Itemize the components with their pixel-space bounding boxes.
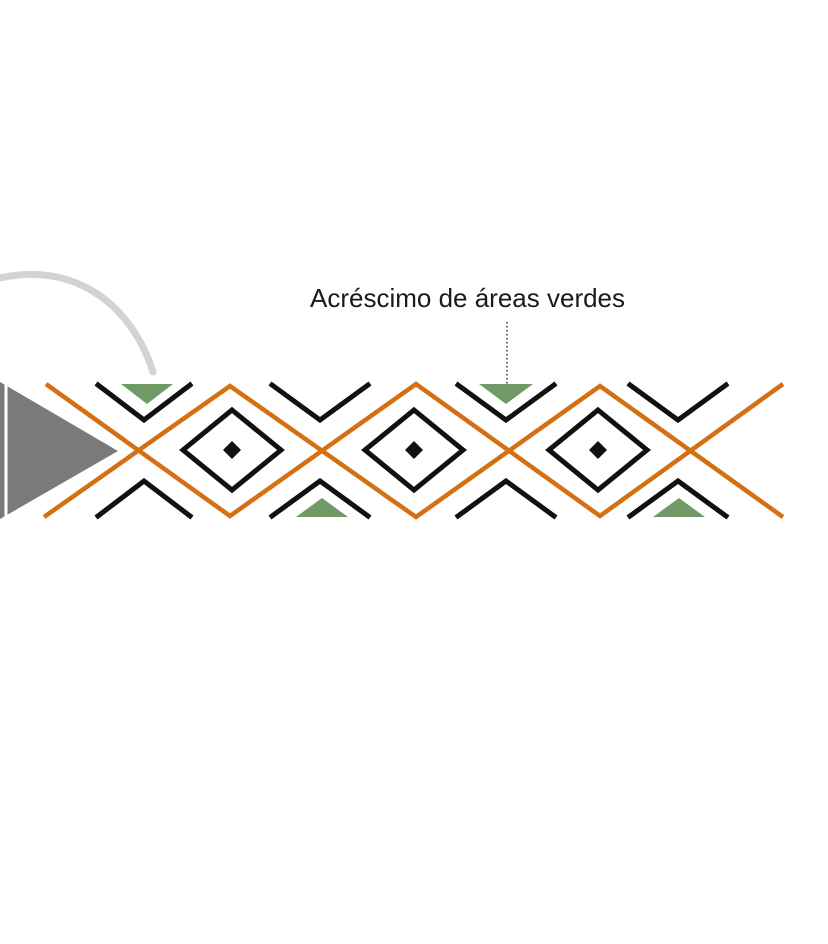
concentric-diamond-icon bbox=[179, 406, 285, 494]
chevron-icon bbox=[94, 477, 194, 520]
chevron-icon bbox=[626, 381, 730, 424]
play-triangle-icon bbox=[0, 382, 118, 519]
orange-zigzag-lower bbox=[42, 383, 785, 520]
green-triangle-icon bbox=[653, 498, 705, 517]
chevron-icon bbox=[268, 381, 372, 424]
concentric-diamond-icon bbox=[361, 406, 467, 494]
chevron-icon bbox=[94, 381, 194, 424]
green-triangle-icon bbox=[121, 384, 173, 404]
chevron-icon bbox=[454, 477, 558, 520]
orange-zigzag-upper bbox=[44, 381, 785, 519]
concentric-diamond-icon bbox=[545, 406, 651, 494]
green-triangle-icon bbox=[296, 498, 348, 517]
chevron-icon bbox=[268, 477, 372, 520]
annotation-label: Acréscimo de áreas verdes bbox=[310, 283, 626, 313]
gray-curved-arrow-arc bbox=[0, 270, 157, 376]
chevron-icon bbox=[454, 381, 558, 424]
chevron-icon bbox=[626, 477, 730, 520]
green-triangle-icon bbox=[479, 384, 533, 404]
